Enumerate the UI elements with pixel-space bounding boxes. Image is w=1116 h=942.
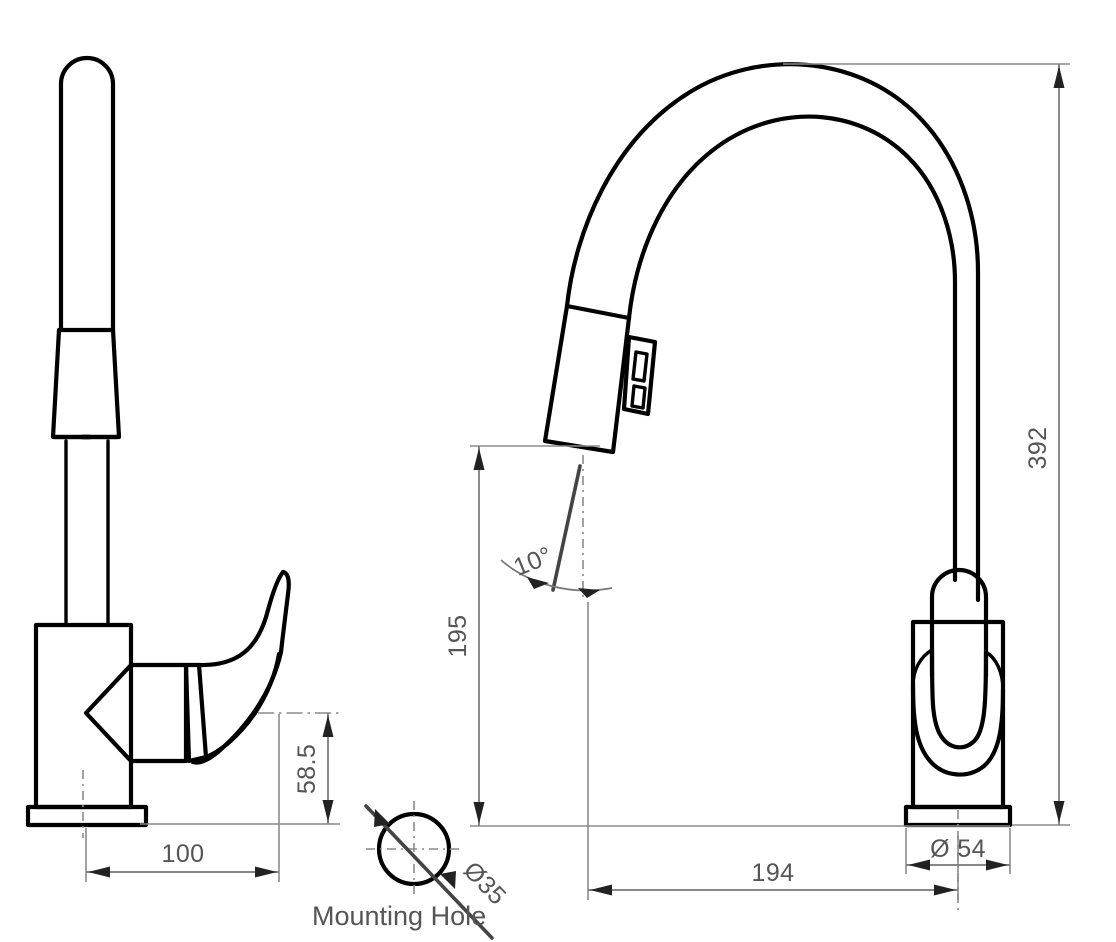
side-handle-flare-left — [911, 648, 934, 688]
arrowhead-100-left — [88, 866, 110, 878]
arrowhead-392-top — [1053, 66, 1065, 88]
side-base-plate — [903, 804, 1013, 828]
front-handle-hub — [83, 662, 189, 764]
mounting-hole-label: Mounting Hole — [312, 901, 486, 931]
front-lever-handle-tip — [278, 569, 291, 655]
arrowhead-194-left — [590, 884, 612, 896]
front-base-plate — [25, 804, 149, 828]
arrowhead-195-top — [473, 448, 485, 470]
dimension-spout-reach: 194 — [587, 602, 959, 900]
side-handle-flare-right — [984, 650, 1005, 692]
side-spray-head-button-upper — [631, 350, 649, 383]
arrowhead-hole-lower — [440, 871, 456, 889]
side-spray-head-button-lower — [630, 384, 647, 410]
arrowhead-54-right — [986, 859, 1008, 871]
side-gooseneck-inner — [626, 114, 958, 583]
front-view — [25, 55, 291, 838]
side-spray-head-button-housing — [621, 334, 658, 417]
dimension-base-diameter: Ø 54 — [905, 828, 1011, 874]
arrowhead-194-right — [934, 884, 956, 896]
dim-text-392: 392 — [1024, 427, 1052, 470]
mounting-hole-circle — [376, 811, 452, 887]
dim-text-54: Ø 54 — [930, 835, 986, 863]
arrowhead-angle-left — [527, 577, 549, 589]
side-spray-head-body — [542, 303, 632, 455]
front-collar-aperture — [76, 434, 96, 440]
front-lever-handle-outer — [196, 569, 286, 668]
dim-text-195: 195 — [444, 615, 472, 658]
dim-text-194: 194 — [752, 859, 795, 887]
side-handle-loop-outer — [910, 683, 1006, 777]
dimension-handle-height: 58.5 — [140, 712, 340, 825]
arrowhead-195-bottom — [473, 802, 485, 824]
spray-angle-axis-line — [551, 464, 582, 592]
dim-text-100: 100 — [162, 840, 205, 868]
dimension-spray-head-height: 195 — [444, 445, 1010, 827]
dimension-handle-reach: 100 — [85, 714, 280, 882]
dimension-overall-height: 392 — [783, 63, 1070, 826]
arrowhead-58-bottom — [322, 800, 334, 822]
arrowhead-hole-upper — [374, 809, 390, 827]
side-handle-loop-inner — [929, 647, 989, 750]
mounting-hole-detail: Ø35 Mounting Hole — [312, 801, 512, 940]
arrowhead-54-left — [908, 859, 930, 871]
arrowhead-58-top — [322, 715, 334, 737]
dim-text-58: 58.5 — [293, 744, 321, 794]
arrowhead-392-bottom — [1053, 801, 1065, 823]
side-handle-stem — [929, 567, 989, 679]
arrowhead-angle-right — [578, 588, 600, 598]
mounting-hole-diameter-leader — [364, 804, 494, 940]
arrowhead-100-right — [255, 866, 277, 878]
front-lever-handle-underside — [203, 651, 282, 760]
front-spray-head-tube — [58, 55, 116, 333]
